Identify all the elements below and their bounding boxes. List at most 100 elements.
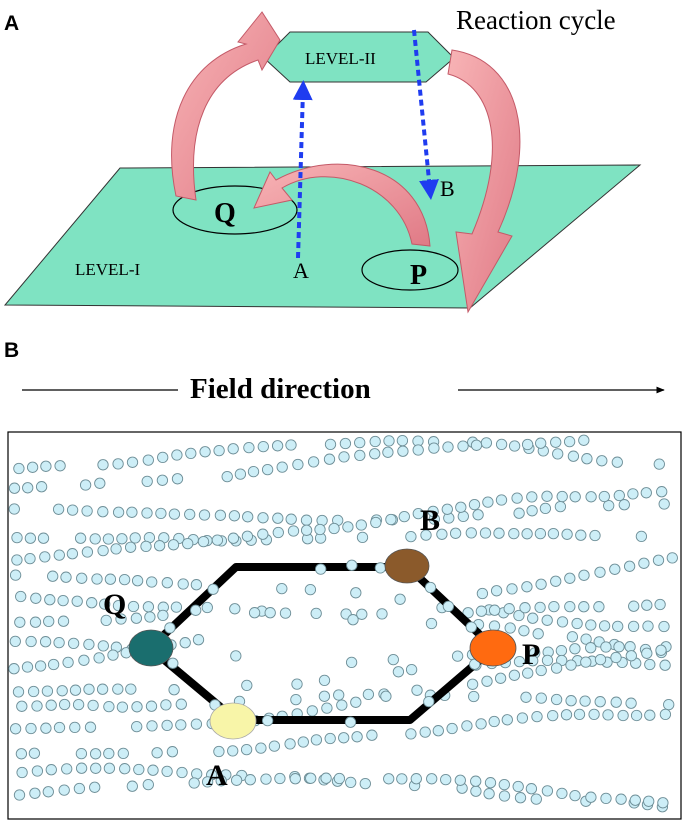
particle [455, 501, 467, 513]
particle [27, 685, 40, 698]
particle [99, 598, 111, 610]
particle [594, 566, 606, 578]
particle [103, 700, 115, 713]
particle [310, 607, 322, 620]
particle [230, 650, 242, 662]
particle [396, 773, 408, 785]
particle [177, 578, 189, 590]
particle [436, 528, 448, 540]
particle [164, 622, 176, 634]
particle [369, 435, 381, 448]
particle [336, 699, 348, 711]
particle [272, 512, 284, 524]
particle [612, 620, 624, 633]
particle [300, 524, 313, 536]
particle [516, 712, 529, 724]
particle [503, 603, 515, 615]
particle [663, 698, 675, 711]
particle [470, 775, 482, 787]
particle [83, 683, 95, 695]
particle [110, 543, 122, 555]
particle [512, 780, 524, 793]
particle [362, 688, 375, 701]
particle [39, 551, 51, 563]
particle [521, 581, 533, 593]
particle [625, 697, 637, 709]
particle [37, 532, 50, 544]
particle [465, 621, 477, 633]
particle [53, 721, 66, 734]
particle [628, 600, 640, 612]
particle [484, 777, 497, 789]
particle [539, 502, 552, 515]
particle [52, 503, 65, 515]
particle [264, 607, 276, 619]
particle [13, 462, 25, 475]
particle [521, 528, 533, 540]
particle [307, 456, 320, 468]
particle [644, 658, 656, 671]
particle [552, 448, 564, 460]
particle [564, 572, 576, 584]
particle [73, 782, 86, 795]
particle [476, 587, 489, 600]
particle [190, 718, 203, 730]
particle [657, 797, 669, 809]
particle [96, 683, 109, 695]
panel-b-letter: B [4, 339, 19, 362]
particle [578, 601, 590, 613]
particle [157, 609, 169, 622]
particle [69, 684, 82, 696]
particle [405, 530, 417, 543]
particle [412, 444, 424, 456]
panel-a-letter: A [4, 12, 19, 35]
particle [57, 615, 70, 627]
reaction-cycle-title: Reaction cycle [456, 5, 616, 35]
particle [446, 722, 458, 735]
particle [627, 620, 640, 633]
particle [655, 644, 667, 656]
particle [276, 582, 288, 595]
particle [9, 723, 22, 735]
particle [652, 554, 665, 566]
particle [43, 615, 55, 628]
particle [56, 685, 68, 697]
particle [300, 514, 313, 526]
particle [147, 764, 159, 776]
particle [350, 696, 362, 708]
particle [157, 451, 169, 464]
particle [112, 599, 125, 612]
particle [241, 679, 253, 692]
particle [97, 544, 109, 557]
particle [57, 594, 69, 607]
particle [112, 683, 124, 695]
particle [213, 745, 225, 758]
particle [324, 732, 336, 745]
particle [8, 663, 20, 675]
particle [442, 600, 455, 613]
particle [410, 773, 422, 785]
particle [580, 633, 592, 645]
particle [629, 794, 641, 806]
particle [580, 656, 592, 668]
p-site-ellipse [361, 249, 459, 291]
particle [323, 453, 336, 465]
particle [29, 616, 42, 628]
particle [526, 505, 538, 517]
particle [240, 743, 253, 756]
particle [346, 559, 358, 571]
particle [658, 620, 670, 633]
particle [103, 762, 116, 774]
particle [184, 508, 196, 521]
particle [115, 613, 127, 625]
particle [274, 772, 286, 785]
particle [451, 650, 464, 662]
particle [66, 548, 79, 560]
particle [461, 720, 473, 732]
particle [342, 521, 354, 533]
particle [144, 611, 156, 623]
particle [581, 453, 593, 465]
node-a [209, 702, 257, 740]
particle [112, 458, 124, 470]
particle [234, 468, 247, 480]
